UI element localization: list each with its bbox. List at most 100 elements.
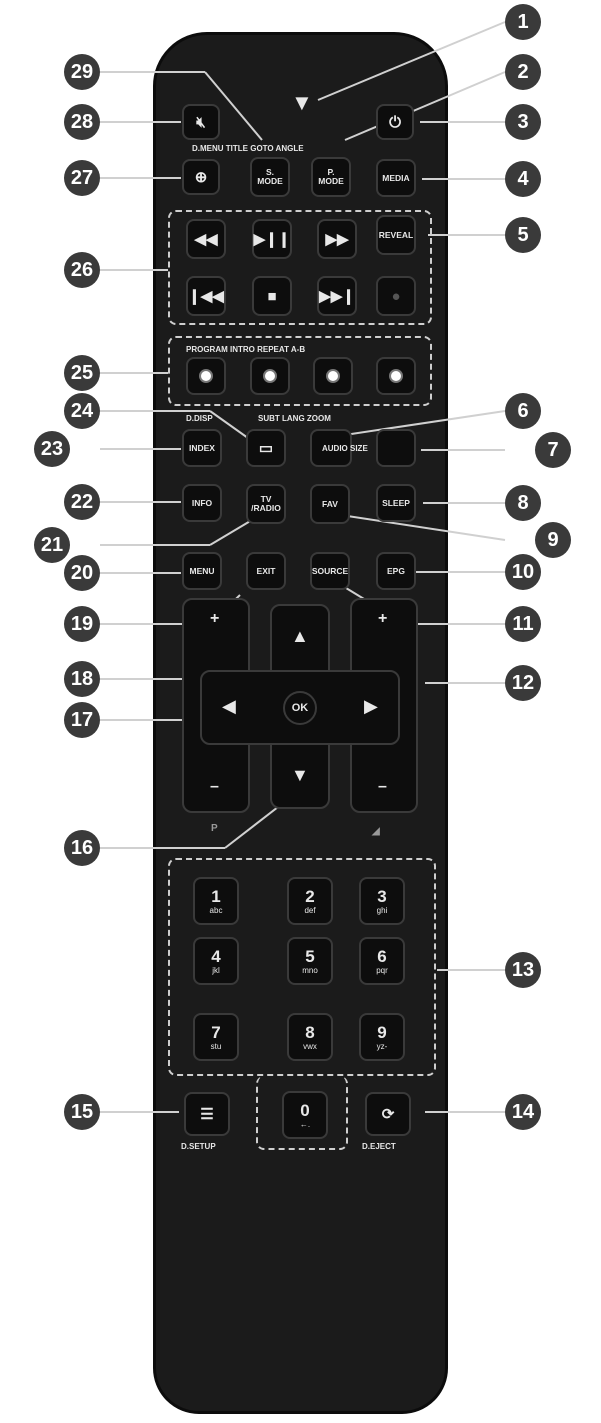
- fast-forward-icon: ▶▶: [325, 230, 349, 248]
- stop-button[interactable]: ■: [252, 276, 292, 316]
- ok-button[interactable]: OK: [283, 691, 317, 725]
- ddisp-label: D.DISP: [186, 414, 213, 423]
- source-button[interactable]: SOURCE: [310, 552, 350, 590]
- mute-button[interactable]: 🔇︎: [182, 104, 220, 140]
- digit-number: 3: [377, 886, 387, 906]
- dpad-down-button[interactable]: ▼: [291, 765, 309, 785]
- tv-radio-button[interactable]: TV /RADIO: [246, 484, 286, 524]
- callout-10: 10: [505, 554, 541, 590]
- number-pad-group: [168, 858, 436, 1076]
- red-dot: [199, 369, 213, 383]
- sound-mode-button[interactable]: S. MODE: [250, 157, 290, 197]
- index-label: INDEX: [189, 442, 215, 453]
- stop-icon: ■: [267, 287, 277, 305]
- ir-window-icon: ▼: [291, 90, 313, 115]
- globe-icon: ⊕: [194, 168, 208, 186]
- power-button[interactable]: ⏻: [376, 104, 414, 140]
- pmode-label-2: MODE: [318, 176, 344, 186]
- play-pause-icon: ▶❙❙: [253, 230, 291, 248]
- info-button[interactable]: INFO: [182, 484, 222, 522]
- red-button[interactable]: [186, 357, 226, 395]
- rewind-button[interactable]: ◀◀: [186, 219, 226, 259]
- green-dot: [263, 369, 277, 383]
- menu-button[interactable]: MENU: [182, 552, 222, 590]
- power-icon: ⏻: [389, 113, 401, 131]
- digit-letters: def: [304, 905, 316, 915]
- volume-ramp-icon: ◢: [372, 826, 380, 837]
- fav-label: FAV: [322, 498, 338, 509]
- callout-25: 25: [64, 355, 100, 391]
- channel-minus-label: –: [210, 778, 219, 795]
- source-label: SOURCE: [311, 565, 349, 576]
- play-pause-button[interactable]: ▶❙❙: [252, 219, 292, 259]
- digit-number: 0: [300, 1100, 310, 1120]
- blank-button[interactable]: [376, 429, 416, 467]
- yellow-button[interactable]: [313, 357, 353, 395]
- sleep-button[interactable]: SLEEP: [376, 484, 416, 522]
- digit-letters: pqr: [376, 965, 388, 975]
- reveal-button[interactable]: REVEAL: [376, 215, 416, 255]
- skip-next-icon: ▶▶❙: [319, 287, 355, 305]
- tv-label: TV: [260, 494, 272, 504]
- next-button[interactable]: ▶▶❙: [317, 276, 357, 316]
- digit-letters: mno: [302, 965, 318, 975]
- picture-mode-button[interactable]: P. MODE: [311, 157, 351, 197]
- record-button[interactable]: ●: [376, 276, 416, 316]
- callout-24: 24: [64, 393, 100, 429]
- media-button[interactable]: MEDIA: [376, 159, 416, 197]
- digit-letters: abc: [209, 905, 223, 915]
- fast-forward-button[interactable]: ▶▶: [317, 219, 357, 259]
- digit-letters: yz-: [376, 1041, 388, 1051]
- callout-3: 3: [505, 104, 541, 140]
- digit-letters: vwx: [303, 1041, 317, 1051]
- blue-button[interactable]: [376, 357, 416, 395]
- index-button[interactable]: INDEX: [182, 429, 222, 467]
- teletext-menu-button[interactable]: ☰: [184, 1092, 230, 1136]
- dpad-up-button[interactable]: ▲: [291, 626, 309, 646]
- green-button[interactable]: [250, 357, 290, 395]
- callout-4: 4: [505, 161, 541, 197]
- audio-size-button[interactable]: [310, 429, 352, 467]
- previous-button[interactable]: ❙◀◀: [186, 276, 226, 316]
- info-label: INFO: [191, 497, 213, 508]
- swap-button[interactable]: ⟳: [365, 1092, 411, 1136]
- digit-letters: jkl: [212, 965, 220, 975]
- digit-number: 6: [377, 946, 387, 966]
- subtitle-icon: ▭: [258, 439, 274, 457]
- callout-29: 29: [64, 54, 100, 90]
- record-icon: ●: [391, 287, 401, 305]
- teletext-button[interactable]: ⊕: [182, 159, 220, 195]
- subtitle-button[interactable]: ▭: [246, 429, 286, 467]
- callout-20: 20: [64, 555, 100, 591]
- menu-label: MENU: [189, 565, 215, 576]
- callout-23: 23: [34, 431, 70, 467]
- epg-button[interactable]: EPG: [376, 552, 416, 590]
- epg-label: EPG: [387, 565, 405, 576]
- channel-p-label: P: [211, 823, 218, 834]
- blue-dot: [389, 369, 403, 383]
- callout-12: 12: [505, 665, 541, 701]
- callout-27: 27: [64, 160, 100, 196]
- favourite-button[interactable]: FAV: [310, 484, 350, 524]
- digit-0-button[interactable]: 0←.: [282, 1091, 328, 1139]
- callout-21: 21: [34, 527, 70, 563]
- exit-button[interactable]: EXIT: [246, 552, 286, 590]
- deject-label: D.EJECT: [362, 1142, 396, 1151]
- skip-previous-icon: ❙◀◀: [188, 287, 224, 305]
- dpad-left-button[interactable]: ◀: [222, 696, 236, 716]
- callout-19: 19: [64, 606, 100, 642]
- digit-letters: ←.: [299, 1119, 311, 1129]
- callout-17: 17: [64, 702, 100, 738]
- dpad-right-button[interactable]: ▶: [364, 696, 378, 716]
- color-keys-label: PROGRAM INTRO REPEAT A-B: [186, 345, 306, 354]
